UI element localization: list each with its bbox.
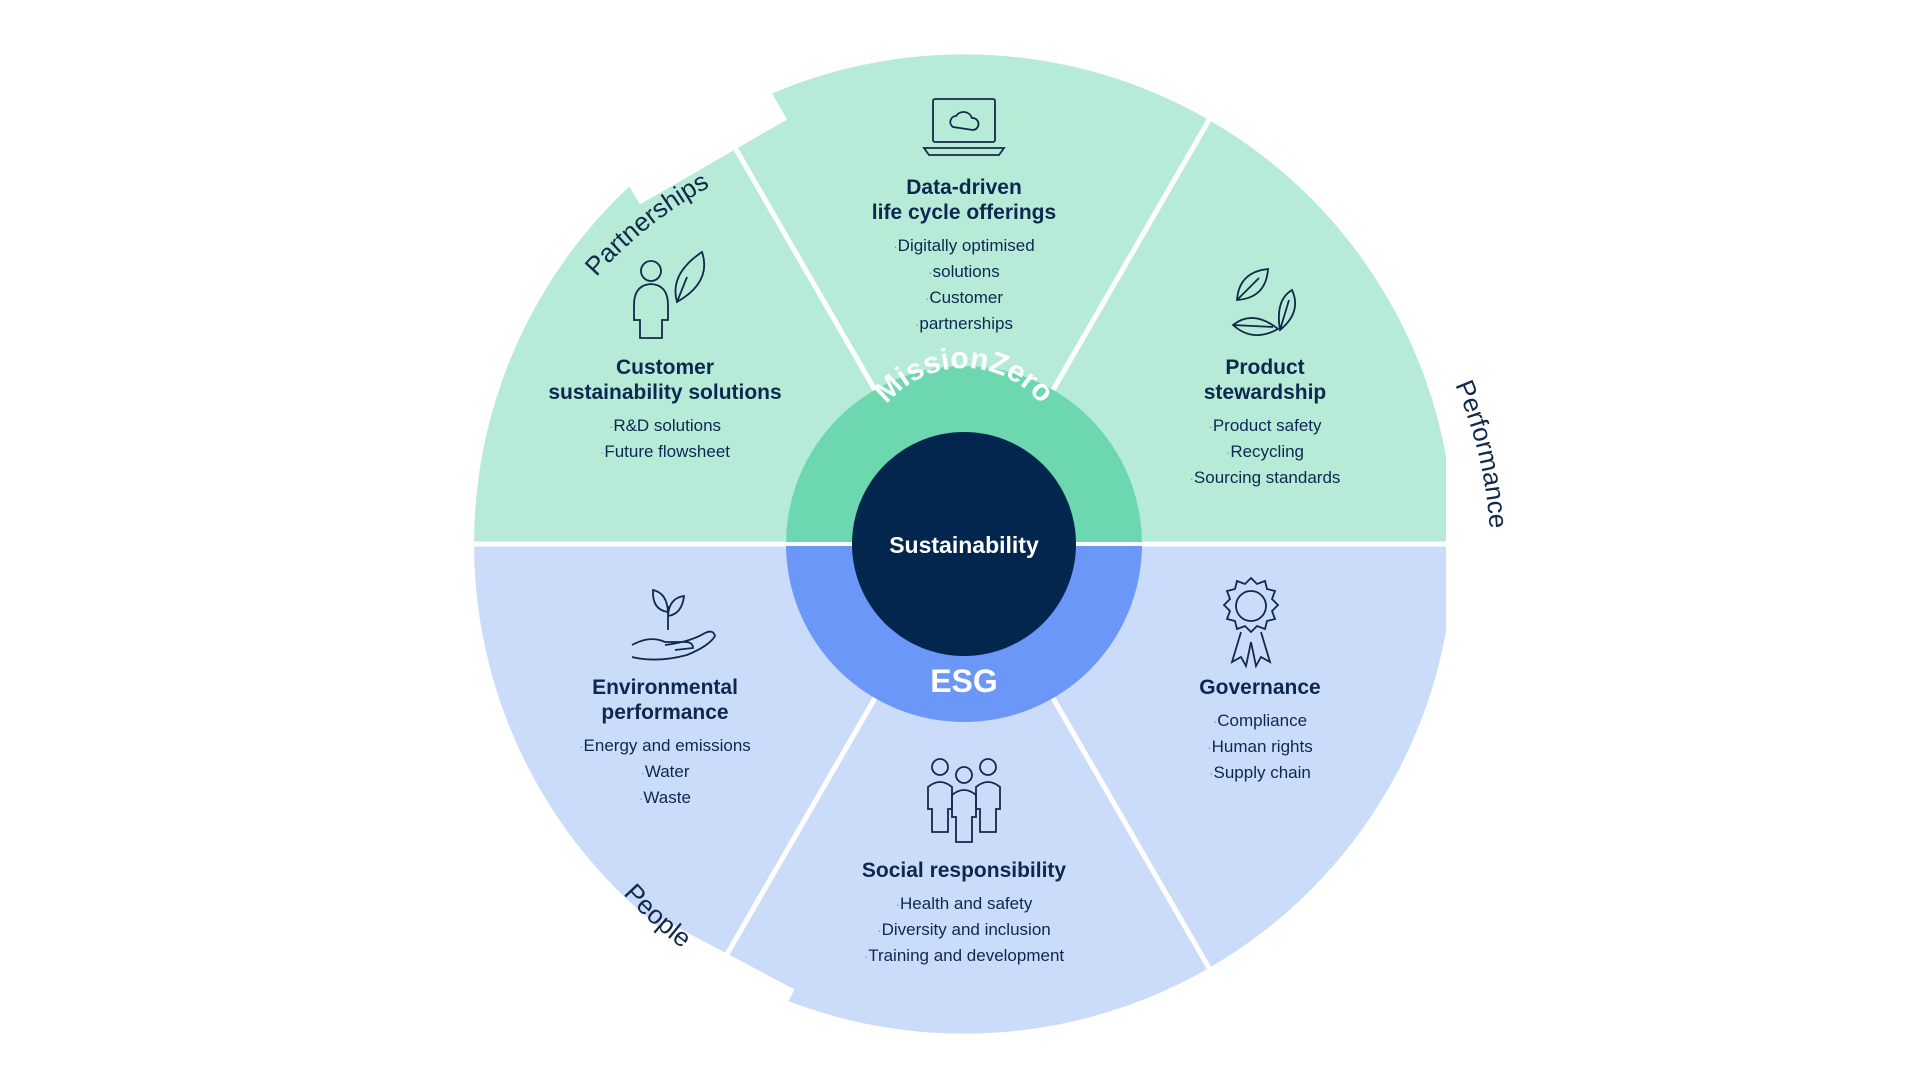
- segment-governance-text: Governance Compliance Human rights Suppl…: [1130, 675, 1390, 786]
- list-item: Recycling: [1130, 439, 1400, 465]
- segment-environmental-title-line1: Environmental: [592, 676, 738, 699]
- list-item: Compliance: [1130, 708, 1390, 734]
- segment-data-driven-text: Data-driven life cycle offerings Digital…: [830, 175, 1098, 337]
- ring-label-gaps: [594, 41, 1526, 1056]
- people-group-icon: [927, 758, 1001, 843]
- segment-customer-title-line1: Customer: [615, 356, 715, 379]
- list-item: Product safety: [1130, 413, 1400, 439]
- laptop-cloud-icon: [922, 98, 1006, 156]
- list-item: Supply chain: [1130, 760, 1390, 786]
- segment-product-title: Product stewardship: [1130, 355, 1400, 405]
- segment-customer-title: Customer sustainability solutions: [530, 355, 800, 405]
- esg-label: ESG: [930, 663, 998, 699]
- segment-product-title-line1: Product: [1225, 356, 1305, 379]
- segment-data-driven-title-line1: Data-driven: [906, 176, 1022, 199]
- list-item: partnerships: [830, 311, 1098, 337]
- segment-governance-list: Compliance Human rights Supply chain: [1130, 708, 1390, 786]
- segment-social-title: Social responsibility: [861, 859, 1067, 882]
- segment-social-list: Health and safety Diversity and inclusio…: [825, 891, 1103, 969]
- leaves-icon: [1231, 267, 1296, 336]
- segment-environmental-title: Environmental performance: [530, 675, 800, 725]
- list-item: Sourcing standards: [1130, 465, 1400, 491]
- list-item: Future flowsheet: [530, 439, 800, 465]
- segment-data-driven-title: Data-driven life cycle offerings: [830, 175, 1098, 225]
- list-item: solutions: [830, 259, 1098, 285]
- list-item: R&D solutions: [530, 413, 800, 439]
- segment-environmental-title-line2: performance: [601, 701, 729, 724]
- hand-sprout-icon: [631, 588, 716, 661]
- sustainability-label: Sustainability: [889, 532, 1039, 558]
- list-item: Energy and emissions: [530, 733, 800, 759]
- gear-ribbon-icon: [1222, 576, 1280, 669]
- list-item: Diversity and inclusion: [825, 917, 1103, 943]
- person-leaf-icon: [633, 250, 706, 339]
- segment-data-driven-list: Digitally optimised solutions Customer p…: [830, 233, 1098, 337]
- list-item: Training and development: [825, 943, 1103, 969]
- segment-environmental-list: Energy and emissions Water Waste: [530, 733, 800, 811]
- list-item: Waste: [530, 785, 800, 811]
- list-item: Customer: [830, 285, 1098, 311]
- segment-product-text: Product stewardship Product safety Recyc…: [1130, 355, 1400, 491]
- segment-customer-list: R&D solutions Future flowsheet: [530, 413, 800, 465]
- segment-product-list: Product safety Recycling Sourcing standa…: [1130, 413, 1400, 491]
- list-item: Water: [530, 759, 800, 785]
- sustainability-core: [852, 432, 1076, 656]
- segment-product-title-line2: stewardship: [1203, 381, 1327, 404]
- segment-data-driven-title-line2: life cycle offerings: [871, 201, 1057, 224]
- segment-governance-title: Governance: [1199, 676, 1321, 699]
- segment-customer-title-line2: sustainability solutions: [548, 381, 782, 404]
- segment-social-text: Social responsibility Health and safety …: [825, 858, 1103, 969]
- segment-environmental-text: Environmental performance Energy and emi…: [530, 675, 800, 811]
- list-item: Digitally optimised: [830, 233, 1098, 259]
- segment-customer-text: Customer sustainability solutions R&D so…: [530, 355, 800, 465]
- list-item: Health and safety: [825, 891, 1103, 917]
- list-item: Human rights: [1130, 734, 1390, 760]
